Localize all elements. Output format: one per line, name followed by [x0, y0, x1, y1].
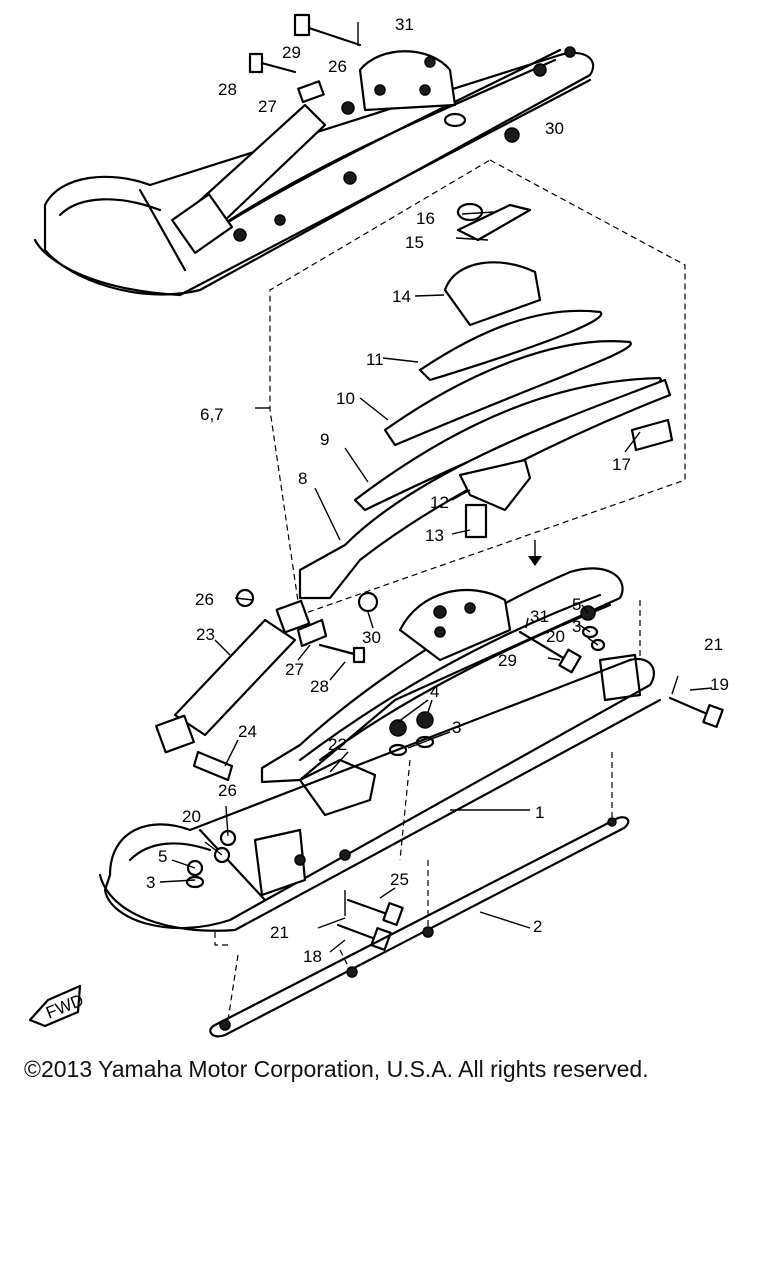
- callout-3-right: 3: [572, 617, 581, 636]
- callout-20-right: 20: [546, 627, 565, 646]
- callout-30-mid: 30: [362, 628, 381, 647]
- callout-24: 24: [238, 722, 257, 741]
- callout-28-mid: 28: [310, 677, 329, 696]
- callout-1: 1: [535, 803, 544, 822]
- callout-25: 25: [390, 870, 409, 889]
- callout-17: 17: [612, 455, 631, 474]
- callout-26-mid: 26: [195, 590, 214, 609]
- callout-9: 9: [320, 430, 329, 449]
- copyright-notice: ©2013 Yamaha Motor Corporation, U.S.A. A…: [24, 1056, 649, 1082]
- callout-15: 15: [405, 233, 424, 252]
- callout-27-top: 27: [258, 97, 277, 116]
- callout-13: 13: [425, 526, 444, 545]
- callout-23: 23: [196, 625, 215, 644]
- callout-2: 2: [533, 917, 542, 936]
- callout-5-right: 5: [572, 595, 581, 614]
- callout-20-left: 20: [182, 807, 201, 826]
- callout-11: 11: [366, 350, 384, 369]
- callout-16: 16: [416, 209, 435, 228]
- callout-30-top: 30: [545, 119, 564, 138]
- callout-28-top: 28: [218, 80, 237, 99]
- callout-18: 18: [303, 947, 322, 966]
- callout-12: 12: [430, 493, 449, 512]
- callout-21-low: 21: [270, 923, 289, 942]
- leaf-spring-exploded-group: [255, 159, 686, 616]
- lower-ski-assembly: [98, 567, 724, 1038]
- callout-31-top: 31: [395, 15, 414, 34]
- callout-26-top: 26: [328, 57, 347, 76]
- callout-3-center: 3: [452, 718, 461, 737]
- callout-22: 22: [328, 735, 347, 754]
- callout-27-mid: 27: [285, 660, 304, 679]
- callout-29-top: 29: [282, 43, 301, 62]
- callout-10: 10: [336, 389, 355, 408]
- top-ski-assembly: [33, 13, 595, 297]
- callout-19: 19: [710, 675, 729, 694]
- callout-26-low: 26: [218, 781, 237, 800]
- callout-labels: 31 29 28 26 27 30 16 15 14 11 10 6,7 9 8…: [146, 15, 729, 966]
- callout-21-right: 21: [704, 635, 723, 654]
- callout-31-mid: 31: [530, 607, 549, 626]
- callout-4: 4: [430, 682, 439, 701]
- callout-3-left: 3: [146, 873, 155, 892]
- callout-6-7: 6,7: [200, 405, 224, 424]
- callout-29-mid: 29: [498, 651, 517, 670]
- fwd-arrow-icon: FWD: [28, 984, 86, 1028]
- callout-14: 14: [392, 287, 411, 306]
- ski-assembly-diagram: FWD 31 29 28 26 27 30 16 15 14 11 10 6,7…: [28, 13, 729, 1038]
- callout-5-left: 5: [158, 847, 167, 866]
- callout-8: 8: [298, 469, 307, 488]
